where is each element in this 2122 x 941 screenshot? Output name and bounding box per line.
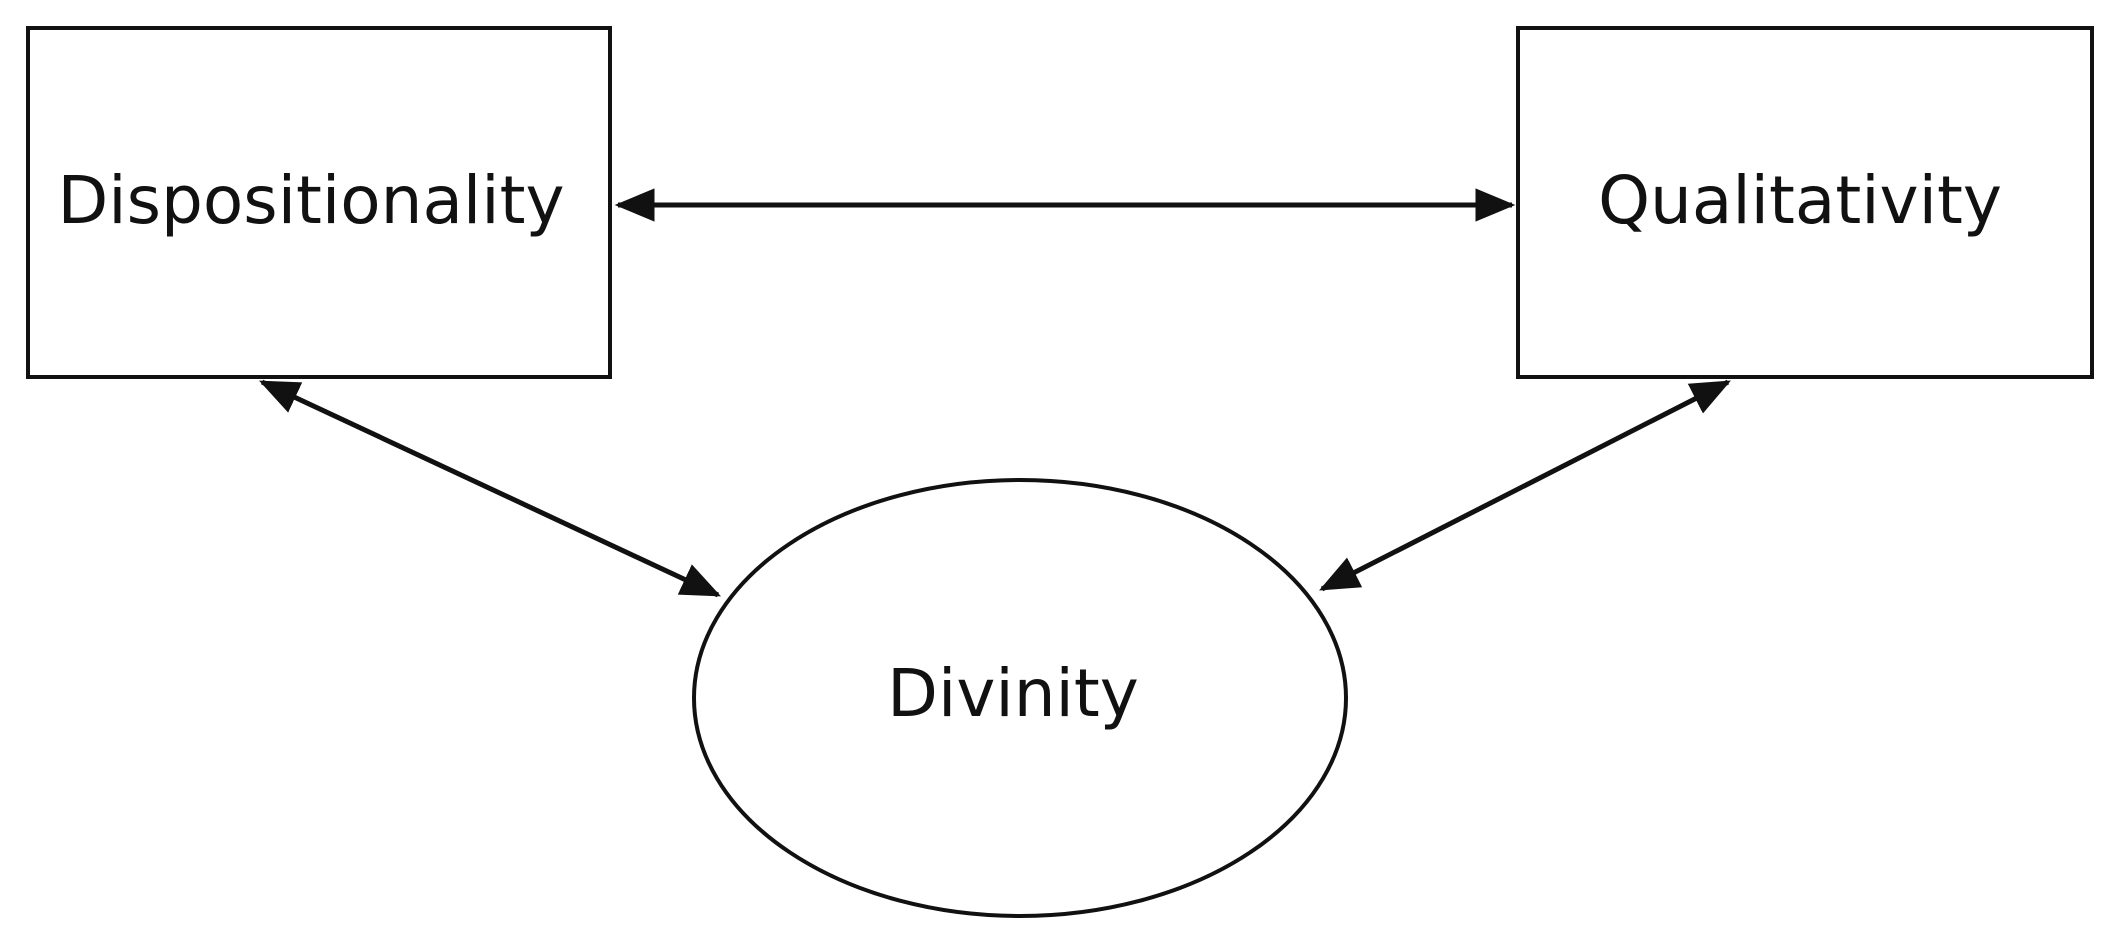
node-qualitativity: Qualitativity bbox=[1516, 26, 2094, 379]
divinity-ellipse bbox=[692, 478, 1348, 918]
edge-qualitativity-divinity bbox=[1319, 379, 1731, 592]
node-divinity: Divinity bbox=[692, 478, 1348, 918]
edge-dispositionality-divinity bbox=[258, 379, 722, 598]
dispositionality-box bbox=[26, 26, 612, 379]
qualitativity-label: Qualitativity bbox=[1598, 162, 2002, 239]
qualitativity-box bbox=[1516, 26, 2094, 379]
dispositionality-label: Dispositionality bbox=[57, 162, 564, 239]
divinity-label: Divinity bbox=[887, 655, 1139, 732]
node-dispositionality: Dispositionality bbox=[26, 26, 612, 379]
